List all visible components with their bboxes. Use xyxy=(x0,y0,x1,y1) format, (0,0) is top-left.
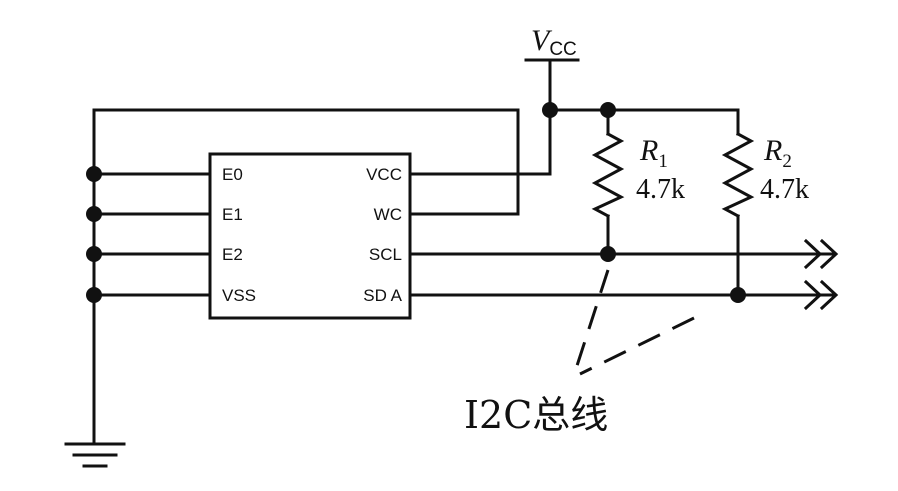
pin-label-wc: WC xyxy=(374,205,402,224)
left-pin-wires xyxy=(92,172,212,297)
junction-vss xyxy=(86,287,102,303)
chip-right-pin-labels: VCC WC SCL SD A xyxy=(363,165,402,305)
ground-symbol xyxy=(64,442,126,468)
ground-rail xyxy=(92,108,520,446)
scl-line xyxy=(408,238,839,270)
bus-callout-lines xyxy=(572,269,695,376)
r1-label: R1 xyxy=(639,134,668,172)
pin-label-scl: SCL xyxy=(369,245,402,264)
chip-left-pin-labels: E0 E1 E2 VSS xyxy=(222,165,256,305)
junction-scl xyxy=(600,246,616,262)
vcc-net xyxy=(408,58,740,176)
junction-e0 xyxy=(86,166,102,182)
pin-label-vcc: VCC xyxy=(366,165,402,184)
junction-e2 xyxy=(86,246,102,262)
resistor-r2 xyxy=(721,108,755,297)
junction-sda xyxy=(730,287,746,303)
pin-label-sda: SD A xyxy=(363,286,402,305)
pin-label-e1: E1 xyxy=(222,205,243,224)
resistor-r1 xyxy=(591,108,625,256)
pin-label-e0: E0 xyxy=(222,165,243,184)
junction-vcc xyxy=(542,102,558,118)
junction-e1 xyxy=(86,206,102,222)
i2c-bus-label: I2C总线 xyxy=(464,393,608,437)
eeprom-chip xyxy=(208,152,412,320)
pin-label-vss: VSS xyxy=(222,286,256,305)
r2-value: 4.7k xyxy=(760,174,809,205)
r2-label: R2 xyxy=(763,134,792,172)
vcc-label: VCC xyxy=(531,24,577,60)
r1-value: 4.7k xyxy=(636,174,685,205)
pin-label-e2: E2 xyxy=(222,245,243,264)
sda-line xyxy=(408,279,839,311)
